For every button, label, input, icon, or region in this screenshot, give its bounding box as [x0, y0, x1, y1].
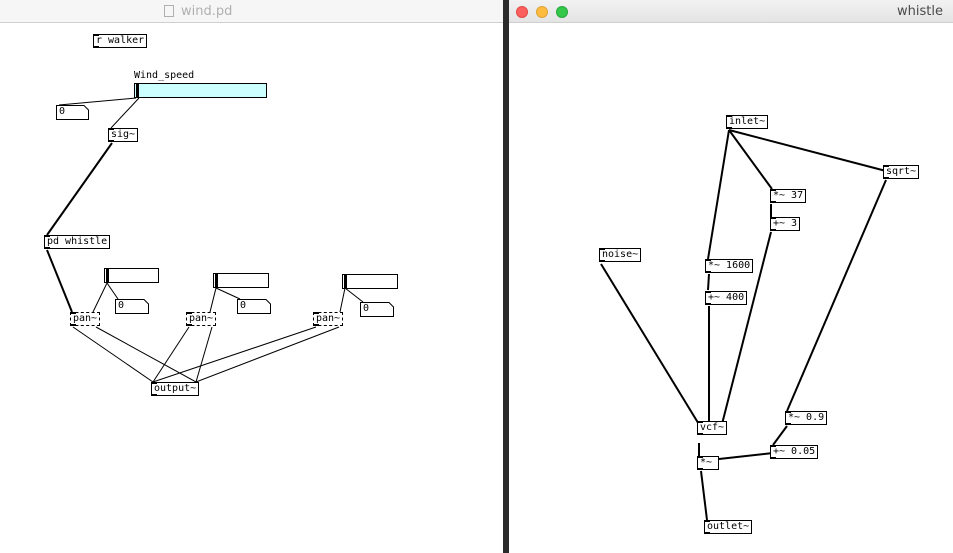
close-button-icon[interactable] — [516, 6, 528, 18]
pan-object-2[interactable]: pan~ — [186, 312, 217, 326]
add-0.05-object[interactable]: +~ 0.05 — [770, 445, 819, 459]
pan-object-1[interactable]: pan~ — [70, 312, 101, 326]
whistle-window[interactable]: whistle inlet~ *~ 37 +~ 3 sqrt~ — [509, 0, 953, 553]
zoom-button-icon[interactable] — [556, 6, 568, 18]
wind-pd-window[interactable]: wind.pd — [0, 0, 503, 553]
add-3-object[interactable]: +~ 3 — [770, 217, 801, 231]
patch-wires — [46, 97, 364, 383]
wind-pd-titlebar[interactable]: wind.pd — [0, 0, 503, 23]
r-walker-object[interactable]: r walker — [93, 34, 148, 48]
mul-37-object[interactable]: *~ 37 — [770, 189, 807, 203]
window-gap — [503, 0, 509, 553]
pan-slider-1[interactable] — [104, 268, 159, 283]
wind-speed-label: Wind_speed — [134, 70, 195, 81]
document-icon — [164, 5, 174, 17]
noise-object[interactable]: noise~ — [599, 248, 642, 262]
mul-object[interactable]: *~ — [697, 456, 719, 470]
window-title: whistle — [897, 4, 943, 19]
output-object[interactable]: output~ — [151, 382, 200, 396]
number-box-1[interactable]: 0 — [115, 299, 149, 314]
patch-wires — [600, 129, 887, 521]
inlet-object[interactable]: inlet~ — [726, 115, 769, 129]
window-title: wind.pd — [181, 4, 233, 19]
patch-canvas[interactable]: inlet~ *~ 37 +~ 3 sqrt~ noise~ *~ 1600 +… — [509, 23, 953, 553]
sig-object[interactable]: sig~ — [108, 128, 139, 142]
outlet-object[interactable]: outlet~ — [704, 520, 753, 534]
number-box-2[interactable]: 0 — [237, 299, 271, 314]
sqrt-object[interactable]: sqrt~ — [883, 165, 920, 179]
patch-canvas[interactable]: r walker Wind_speed 0 sig~ pd whistle 0 … — [0, 23, 503, 553]
number-box-3[interactable]: 0 — [360, 302, 394, 317]
pan-slider-2[interactable] — [213, 273, 269, 288]
mul-0.9-object[interactable]: *~ 0.9 — [785, 411, 828, 425]
pd-whistle-subpatch[interactable]: pd whistle — [44, 235, 111, 249]
minimize-button-icon[interactable] — [536, 6, 548, 18]
pan-slider-3[interactable] — [342, 274, 398, 289]
whistle-titlebar[interactable]: whistle — [509, 0, 953, 23]
add-400-object[interactable]: +~ 400 — [705, 291, 748, 305]
pan-object-3[interactable]: pan~ — [313, 312, 344, 326]
number-box-main[interactable]: 0 — [56, 105, 89, 120]
mul-1600-object[interactable]: *~ 1600 — [705, 259, 754, 273]
wind-speed-slider[interactable] — [134, 83, 267, 98]
vcf-object[interactable]: vcf~ — [697, 421, 728, 435]
